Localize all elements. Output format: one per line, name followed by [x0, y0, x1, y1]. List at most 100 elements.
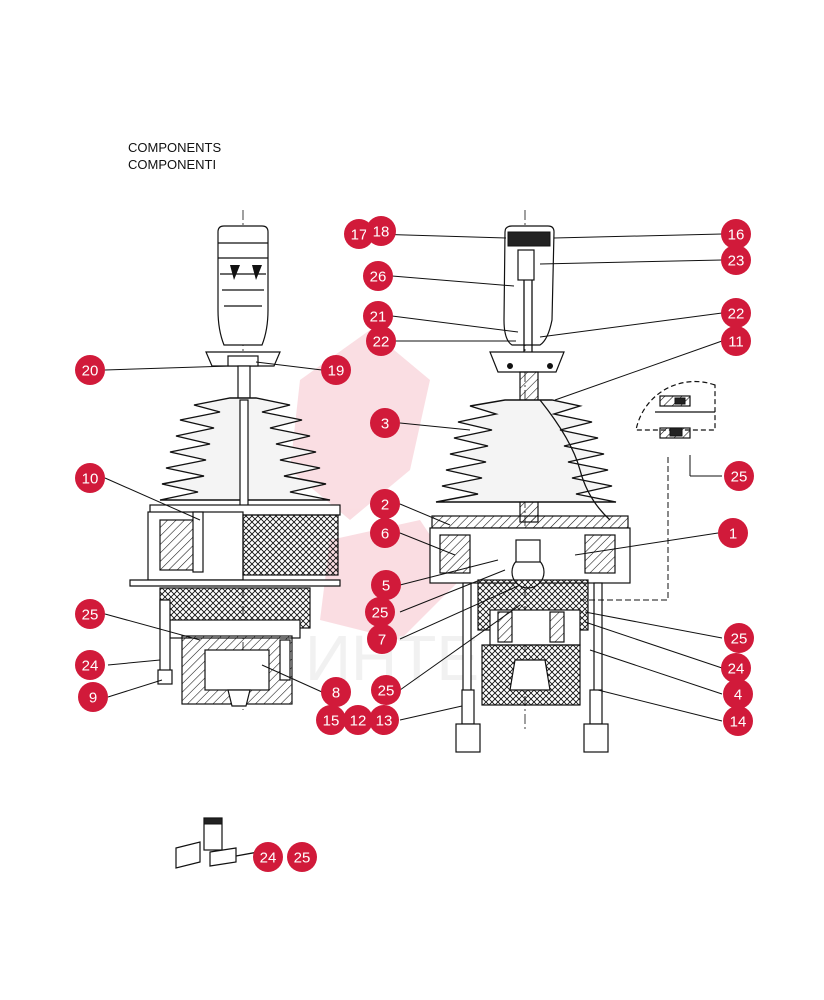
right-section-view — [429, 210, 669, 753]
callout-26: 26 — [363, 261, 393, 291]
callout-19: 19 — [321, 355, 351, 385]
callout-label: 15 — [323, 713, 340, 730]
callout-circle — [723, 706, 753, 736]
callout-label: 16 — [728, 227, 745, 244]
callout-circle — [721, 326, 751, 356]
callout-13: 13 — [369, 705, 399, 735]
callout-3: 3 — [370, 408, 400, 438]
callout-label: 25 — [731, 469, 748, 486]
callout-24: 24 — [253, 842, 283, 872]
callout-circle — [78, 682, 108, 712]
callout-label: 24 — [260, 850, 277, 867]
callout-circle — [344, 219, 374, 249]
callout-label: 5 — [382, 578, 390, 595]
callout-circle — [371, 675, 401, 705]
callout-label: 23 — [728, 253, 745, 270]
callout-label: 14 — [730, 714, 747, 731]
callout-circle — [370, 518, 400, 548]
callout-label: 25 — [372, 605, 389, 622]
callout-label: 21 — [370, 309, 387, 326]
callout-label: 7 — [378, 632, 386, 649]
callout-25: 25 — [371, 675, 401, 705]
callout-circle — [721, 219, 751, 249]
callout-circle — [369, 705, 399, 735]
callout-12: 12 — [343, 705, 373, 735]
callout-11: 11 — [721, 326, 751, 356]
title-italian: COMPONENTI — [128, 157, 217, 172]
callout-circle — [321, 355, 351, 385]
callout-circle — [723, 679, 753, 709]
callout-label: 2 — [381, 497, 389, 514]
callout-circle — [365, 597, 395, 627]
callout-24: 24 — [75, 650, 105, 680]
callout-2: 2 — [370, 489, 400, 519]
callout-circle — [363, 261, 393, 291]
callout-23: 23 — [721, 245, 751, 275]
callout-label: 8 — [332, 685, 340, 702]
callout-label: 26 — [370, 269, 387, 286]
callout-label: 25 — [294, 850, 311, 867]
callout-label: 4 — [734, 687, 742, 704]
callout-label: 19 — [328, 363, 345, 380]
callout-label: 24 — [728, 661, 745, 678]
callout-label: 3 — [381, 416, 389, 433]
callout-circle — [371, 570, 401, 600]
callout-10: 10 — [75, 463, 105, 493]
callout-7: 7 — [367, 624, 397, 654]
callout-circle — [363, 301, 393, 331]
callout-circle — [343, 705, 373, 735]
callout-circle — [75, 650, 105, 680]
callout-1: 1 — [718, 518, 748, 548]
callout-label: 25 — [731, 631, 748, 648]
title-english: COMPONENTS — [128, 140, 222, 155]
callout-label: 22 — [373, 334, 390, 351]
callout-22: 22 — [366, 326, 396, 356]
callout-6: 6 — [370, 518, 400, 548]
callout-5: 5 — [371, 570, 401, 600]
callout-circle — [718, 518, 748, 548]
callout-label: 18 — [373, 224, 390, 241]
callout-22: 22 — [721, 298, 751, 328]
callout-label: 25 — [378, 683, 395, 700]
callout-20: 20 — [75, 355, 105, 385]
callout-label: 10 — [82, 471, 99, 488]
callout-25: 25 — [75, 599, 105, 629]
callout-label: 12 — [350, 713, 367, 730]
callout-14: 14 — [723, 706, 753, 736]
callout-label: 11 — [728, 334, 744, 351]
callout-circle — [724, 461, 754, 491]
callout-label: 22 — [728, 306, 745, 323]
leader-lines — [104, 233, 723, 722]
callout-circle — [366, 326, 396, 356]
diagram-title: COMPONENTS COMPONENTI — [128, 139, 221, 173]
callout-label: 17 — [351, 227, 368, 244]
callout-label: 20 — [82, 363, 99, 380]
callout-label: 9 — [89, 690, 97, 707]
callout-circle — [724, 623, 754, 653]
callout-24: 24 — [721, 653, 751, 683]
callout-circle — [321, 677, 351, 707]
callout-9: 9 — [78, 682, 108, 712]
detail-inset — [635, 380, 716, 439]
callout-circle — [721, 245, 751, 275]
callout-circle — [287, 842, 317, 872]
callout-circle — [75, 355, 105, 385]
callout-circle — [367, 624, 397, 654]
callout-25: 25 — [724, 623, 754, 653]
callout-21: 21 — [363, 301, 393, 331]
callout-25: 25 — [365, 597, 395, 627]
small-parts-icon — [175, 817, 259, 869]
callout-circle — [75, 599, 105, 629]
callout-18: 18 — [366, 216, 396, 246]
callout-label: 6 — [381, 526, 389, 543]
callout-label: 24 — [82, 658, 99, 675]
callout-circle — [370, 489, 400, 519]
callout-label: 1 — [729, 526, 737, 543]
callout-25: 25 — [724, 461, 754, 491]
callout-17: 17 — [344, 219, 374, 249]
callout-circle — [75, 463, 105, 493]
callout-label: 13 — [376, 713, 393, 730]
callout-circle — [370, 408, 400, 438]
